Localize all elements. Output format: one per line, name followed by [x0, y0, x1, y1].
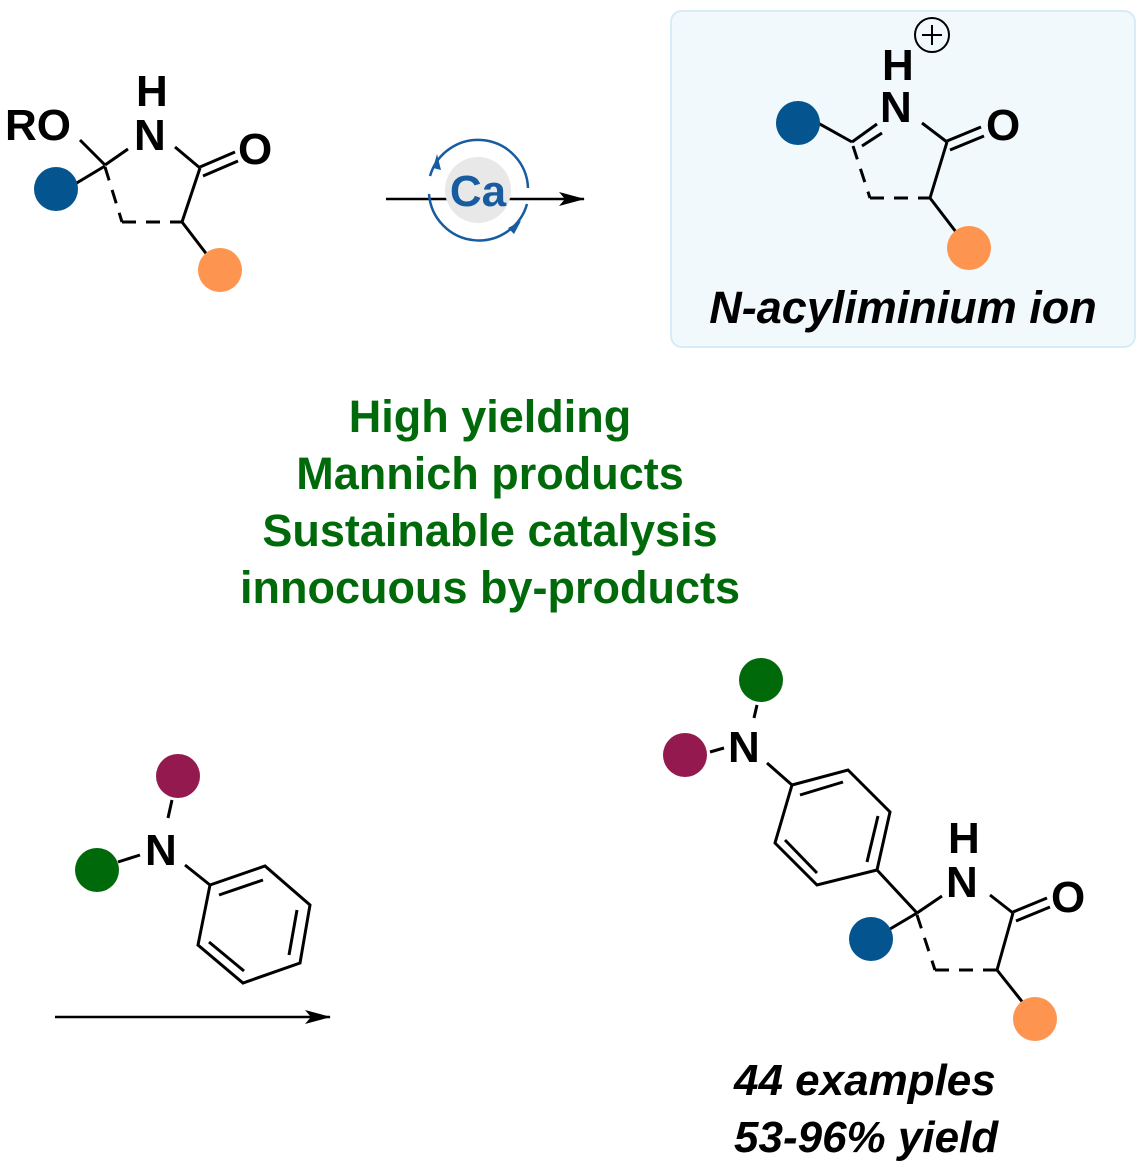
- nh-nitrogen-label: N: [134, 111, 166, 160]
- blue-substituent-dot: [34, 167, 78, 211]
- orange-substituent-bond: [180, 221, 210, 257]
- carbonyl-bond: [949, 134, 985, 152]
- carbonyl-oxygen-label: O: [238, 125, 272, 174]
- purple-substituent-dot: [663, 733, 707, 777]
- feature-list: High yielding Mannich products Sustainab…: [180, 388, 800, 616]
- intermediate-highlight-box: [670, 10, 1136, 348]
- starting-material-structure: RO H N O: [5, 67, 272, 292]
- purple-substituent-dot: [156, 754, 200, 798]
- aromatic-double-bond: [208, 940, 245, 973]
- carbonyl-oxygen-label: O: [1051, 873, 1085, 922]
- purple-substituent-bond: [709, 746, 725, 754]
- feature-high-yielding: High yielding: [348, 391, 632, 442]
- nh-hydrogen-label: H: [136, 67, 168, 116]
- n-aryl-bond: [184, 863, 211, 887]
- imine-bond: [851, 122, 878, 144]
- c-o-bond: [78, 138, 107, 167]
- nh-hydrogen-label: H: [882, 41, 914, 90]
- catalyst-background-circle: [445, 157, 511, 223]
- catalytic-cycle-arc: [428, 138, 530, 189]
- yield-range: 53-96% yield: [734, 1113, 999, 1162]
- c-n-bond: [104, 147, 129, 167]
- green-substituent-bond: [752, 704, 759, 719]
- catalytic-cycle-arc: [427, 193, 529, 242]
- positive-charge-icon: [914, 17, 950, 53]
- blue-substituent-bond: [889, 911, 918, 931]
- purple-substituent-bond: [166, 799, 174, 819]
- imine-double-bond: [861, 131, 883, 148]
- benzene-ring: [773, 768, 892, 887]
- feature-mannich-products: Mannich products: [296, 448, 684, 499]
- amine-nitrogen-label: N: [728, 723, 760, 772]
- carbonyl-oxygen-label: O: [986, 101, 1020, 150]
- carbonyl-bond: [1015, 905, 1051, 923]
- alkoxy-label: RO: [5, 101, 71, 150]
- examples-count: 44 examples: [734, 1056, 996, 1105]
- green-substituent-dot: [739, 658, 783, 702]
- n-c-bond: [921, 121, 948, 144]
- carbonyl-bond: [946, 125, 982, 143]
- green-substituent-dot: [75, 848, 119, 892]
- c-c-bond: [180, 167, 202, 223]
- orange-substituent-bond: [928, 197, 958, 233]
- feature-innocuous-byproducts: innocuous by-products: [240, 562, 740, 613]
- catalytic-arrow: Ca: [386, 138, 585, 242]
- c-n-bond: [916, 894, 943, 915]
- intermediate-caption: N-acyliminium ion: [709, 282, 1097, 333]
- orange-substituent-dot: [1013, 997, 1057, 1041]
- aryl-c5-bond: [875, 868, 919, 915]
- blue-substituent-bond: [817, 121, 853, 144]
- green-substituent-bond: [117, 853, 141, 864]
- carbonyl-bond: [199, 150, 236, 169]
- c-c-bond: [928, 141, 949, 199]
- aromatic-double-bond: [799, 780, 844, 797]
- dashed-bond: [915, 914, 937, 971]
- orange-substituent-dot: [198, 248, 242, 292]
- c-c-bond: [995, 912, 1015, 971]
- aromatic-double-bond: [287, 909, 299, 956]
- carbonyl-bond: [202, 159, 239, 178]
- nh-nitrogen-label: N: [946, 858, 978, 907]
- dashed-bond: [103, 166, 124, 223]
- results-summary: 44 examples 53-96% yield: [734, 1052, 998, 1166]
- intermediate-structure: H N O: [776, 17, 1020, 270]
- product-structure: N H N O: [663, 658, 1085, 1041]
- n-c-bond: [174, 145, 201, 170]
- n-c-bond: [989, 893, 1014, 915]
- orange-substituent-dot: [947, 226, 991, 270]
- aromatic-double-bond: [218, 878, 264, 897]
- blue-substituent-dot: [776, 101, 820, 145]
- blue-substituent-dot: [849, 917, 893, 961]
- dashed-bond: [851, 145, 872, 199]
- nucleophile-structure: N: [55, 754, 331, 1024]
- iminium-nitrogen-label: N: [880, 83, 912, 132]
- carbonyl-bond: [1012, 896, 1048, 914]
- cycle-arrowhead-icon: [433, 154, 441, 170]
- cycle-arrowhead-icon: [508, 221, 521, 234]
- aromatic-double-bond: [865, 815, 880, 863]
- benzene-ring: [196, 864, 312, 985]
- aromatic-double-bond: [783, 838, 819, 875]
- n-aryl-bond: [766, 761, 793, 787]
- orange-substituent-bond: [995, 969, 1026, 1005]
- amine-nitrogen-label: N: [145, 826, 177, 875]
- blue-substituent-bond: [74, 164, 106, 186]
- nh-hydrogen-label: H: [948, 814, 980, 863]
- feature-sustainable-catalysis: Sustainable catalysis: [262, 505, 718, 556]
- catalyst-label: Ca: [450, 167, 507, 216]
